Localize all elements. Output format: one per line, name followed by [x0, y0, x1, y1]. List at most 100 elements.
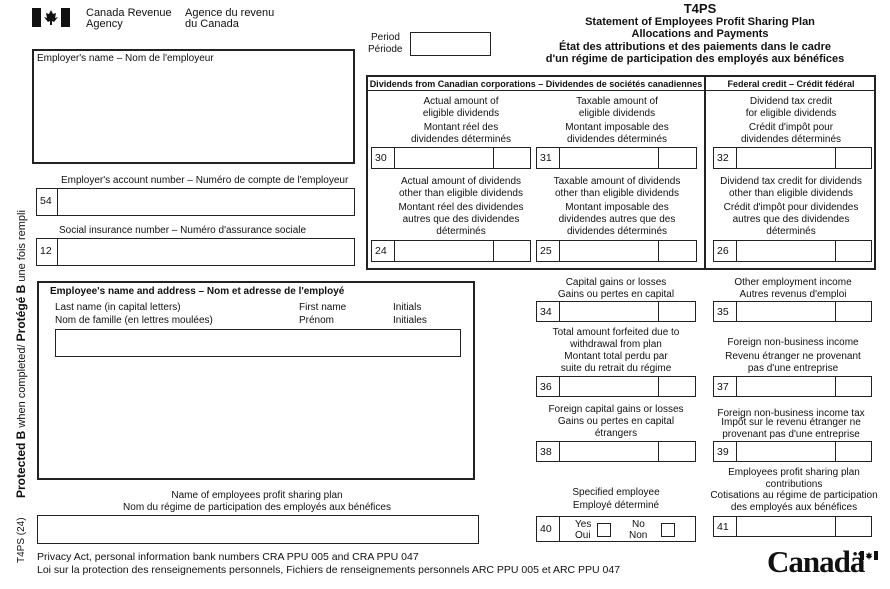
dividends-section-label: Dividends from Canadian corporations – D… [369, 79, 703, 89]
federal-credit-label: Federal credit – Crédit fédéral [727, 79, 855, 89]
first-name-label: First name [299, 302, 347, 313]
box32-label-1: Dividend tax credit [749, 96, 833, 107]
box39-label-1: Foreign non-business income tax [717, 408, 865, 419]
box-41-field[interactable]: 41 [713, 516, 872, 537]
title-fr-1: État des attributions et des paiements d… [558, 41, 832, 53]
agency-en: Canada Revenue [86, 7, 172, 19]
privacy-notice-fr: Loi sur la protection des renseignements… [37, 564, 621, 576]
box-37-field[interactable]: 37 [713, 376, 872, 397]
title-en-2: Allocations and Payments [631, 28, 769, 40]
box25-label-1: Taxable amount of dividends [553, 176, 681, 187]
box37-label-1: Foreign non-business income [727, 337, 859, 348]
agency-en-2: Agency [86, 18, 123, 30]
box-number-25: 25 [540, 245, 552, 257]
employee-name-field[interactable] [55, 329, 461, 357]
account-field[interactable]: 54 [36, 188, 355, 216]
employer-name-label: Employer's name – Nom de l'employeur [37, 53, 214, 64]
box-24-field[interactable]: 24 [371, 240, 531, 262]
box24-label-5: déterminés [436, 226, 486, 237]
box31-label-4: dividendes déterminés [566, 134, 668, 145]
box25-label-4: dividendes autres que des [558, 214, 676, 225]
box-number-54: 54 [40, 195, 52, 207]
box41-label-3: Cotisations au régime de participation [710, 490, 878, 501]
box-number-36: 36 [540, 381, 552, 393]
box-number-41: 41 [717, 521, 729, 533]
box34-label-1: Capital gains or losses [565, 277, 667, 288]
box38-label-1: Foreign capital gains or losses [548, 404, 684, 415]
box26-label-4: autres que des dividendes [732, 214, 850, 225]
box-34-field[interactable]: 34 [536, 301, 696, 322]
box32-label-2: for eligible dividends [745, 108, 837, 119]
period-label-en: Period [371, 32, 400, 43]
employer-name-box[interactable]: Employer's name – Nom de l'employeur [32, 49, 355, 164]
last-name-label-fr: Nom de famille (en lettres moulées) [55, 315, 213, 326]
une-fois-rempli-label: une fois rempli [16, 210, 28, 285]
box26-label-5: déterminés [766, 226, 816, 237]
privacy-notice-en: Privacy Act, personal information bank n… [37, 551, 419, 563]
plan-name-field[interactable] [37, 515, 479, 544]
period-label-fr: Période [368, 44, 403, 55]
box-38-field[interactable]: 38 [536, 441, 696, 462]
box25-label-3: Montant imposable des [565, 202, 669, 213]
box24-label-2: other than eligible dividends [399, 188, 523, 199]
box35-label-2: Autres revenus d'emploi [739, 289, 847, 300]
box25-label-2: other than eligible dividends [555, 188, 679, 199]
federal-credit-section [704, 75, 876, 270]
box26-label-3: Crédit d'impôt pour dividendes [723, 202, 859, 213]
box-25-field[interactable]: 25 [536, 240, 697, 262]
dividends-section [366, 75, 706, 270]
box40-label-2: Employé déterminé [572, 500, 660, 511]
box-39-field[interactable]: 39 [713, 441, 872, 462]
period-field[interactable] [410, 32, 491, 56]
box26-label-1: Dividend tax credit for dividends [720, 176, 862, 187]
box24-label-3: Montant réel des dividendes [398, 202, 524, 213]
box36-label-1: Total amount forfeited due to [552, 327, 680, 338]
protected-b-side-text: Protected B when completed/ Protégé B un… [14, 210, 28, 498]
box-36-field[interactable]: 36 [536, 376, 696, 397]
initials-label-fr: Initiales [393, 315, 427, 326]
box30-label-2: eligible dividends [422, 108, 500, 119]
box24-label-4: autres que des dividendes [402, 214, 520, 225]
box36-label-2: withdrawal from plan [570, 339, 662, 350]
box-number-39: 39 [717, 446, 729, 458]
box-32-field[interactable]: 32 [713, 147, 872, 169]
box-number-26: 26 [717, 245, 729, 257]
box-35-field[interactable]: 35 [713, 301, 872, 322]
box-number-31: 31 [540, 152, 552, 164]
box38-label-3: étrangers [594, 428, 638, 439]
box-40-field: 40 Yes Oui No Non [536, 516, 696, 542]
yes-label: Yes [575, 519, 592, 530]
employee-section-label: Employee's name and address – Nom et adr… [50, 286, 345, 297]
canada-wordmark: Canadä [767, 544, 865, 579]
box26-label-2: other than eligible dividends [729, 188, 853, 199]
box30-label-4: dividendes déterminés [410, 134, 512, 145]
box31-label-3: Montant imposable des [565, 122, 669, 133]
box37-label-2: Revenu étranger ne provenant [725, 351, 861, 362]
box38-label-2: Gains ou pertes en capital [557, 416, 675, 427]
box-31-field[interactable]: 31 [536, 147, 697, 169]
oui-label: Oui [575, 530, 591, 541]
agency-fr: Agence du revenu [185, 7, 275, 19]
plan-name-label-fr: Nom du régime de participation des emplo… [123, 502, 391, 513]
box-number-38: 38 [540, 446, 552, 458]
box-number-37: 37 [717, 381, 729, 393]
box-number-32: 32 [717, 152, 729, 164]
box39-label-2: Impôt sur le revenu étranger ne [721, 417, 861, 428]
box36-label-3: Montant total perdu par [564, 351, 668, 362]
sin-field[interactable]: 12 [36, 238, 355, 266]
box24-label-1: Actual amount of dividends [400, 176, 522, 187]
box-26-field[interactable]: 26 [713, 240, 872, 262]
canada-flag-icon [32, 8, 70, 27]
agency-fr-2: du Canada [185, 18, 239, 30]
protected-label: Protected B [14, 430, 28, 498]
no-checkbox[interactable] [661, 523, 675, 537]
sin-label: Social insurance number – Numéro d'assur… [59, 225, 307, 236]
yes-checkbox[interactable] [597, 523, 611, 537]
title-fr-2: d'un régime de participation des employé… [545, 53, 845, 65]
box30-label-3: Montant réel des [423, 122, 499, 133]
box36-label-4: suite du retrait du régime [560, 363, 672, 374]
box32-label-3: Crédit d'impôt pour [748, 122, 834, 133]
box35-label-1: Other employment income [734, 277, 852, 288]
box25-label-5: dividendes déterminés [566, 226, 668, 237]
box-30-field[interactable]: 30 [371, 147, 531, 169]
